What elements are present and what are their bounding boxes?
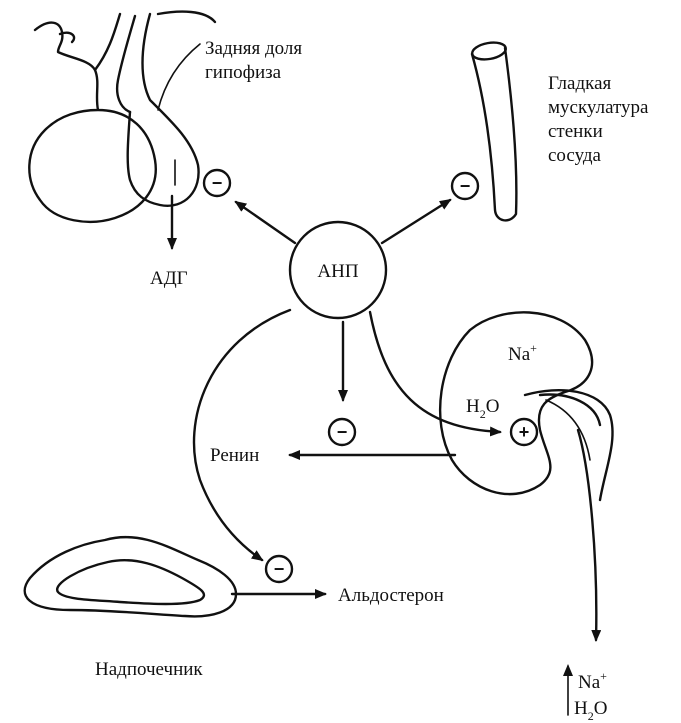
pituitary-label-line2: гипофиза (205, 62, 282, 83)
arrow-to-pituitary (236, 202, 295, 243)
arrow-to-vessel (382, 200, 450, 243)
vessel-label-line3: стенки (548, 121, 603, 142)
arrow-to-adrenal (194, 310, 290, 560)
stimulate-sign-kidney-text: + (519, 422, 530, 442)
kidney-h2o-label: H2O (466, 396, 499, 421)
adrenal-gland (25, 537, 236, 616)
output-h2o-label: H2O (574, 698, 607, 723)
inhibit-sign-renin-text: − (337, 422, 348, 442)
aldosterone-label: Альдостерон (338, 585, 444, 606)
kidney-na-label: Na+ (508, 341, 537, 365)
adh-label: АДГ (150, 268, 188, 289)
adrenal-label: Надпочечник (95, 659, 203, 680)
renin-label: Ренин (210, 445, 259, 466)
pituitary-gland (29, 12, 215, 222)
vessel-tube (471, 40, 517, 220)
output-na-label: Na+ (578, 669, 607, 693)
inhibit-sign-vessel-text: − (460, 176, 471, 196)
anp-label: АНП (317, 261, 358, 282)
vessel-label-line1: Гладкая (548, 73, 612, 94)
vessel-label-line4: сосуда (548, 145, 602, 166)
pituitary-label-line1: Задняя доля (205, 38, 302, 59)
vessel-label-line2: мускулатура (548, 97, 649, 118)
inhibit-sign-pituitary-text: − (212, 173, 223, 193)
inhibit-sign-adrenal-text: − (274, 559, 285, 579)
